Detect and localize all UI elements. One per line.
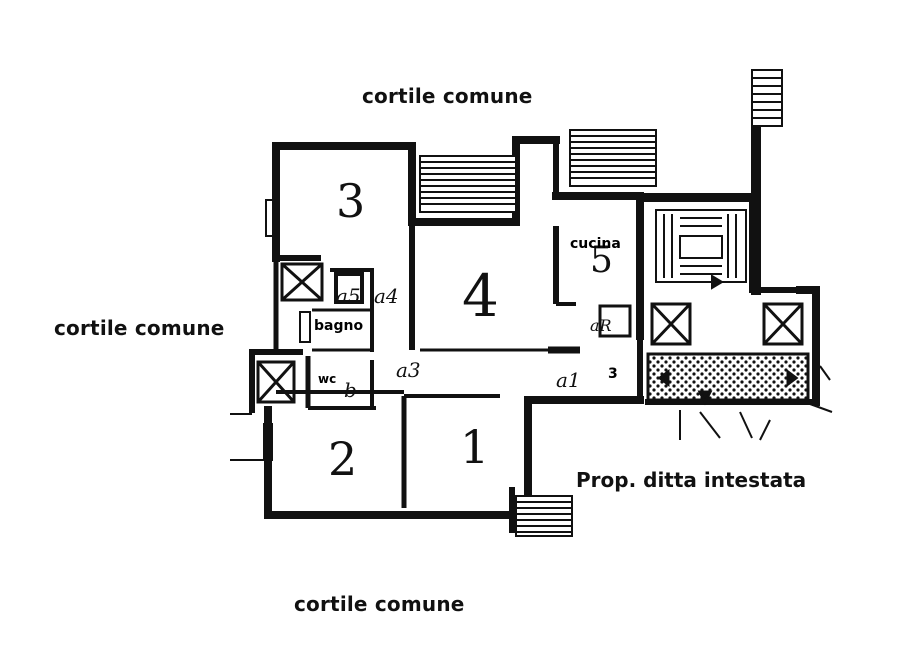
room-1-number: 1 (460, 420, 490, 474)
room-3-number: 3 (336, 174, 366, 228)
courtyard-bottom-label: cortile comune (294, 592, 465, 616)
steps-kitchen (569, 129, 657, 187)
courtyard-top-label: cortile comune (362, 84, 533, 108)
annotation-a4: a4 (374, 284, 399, 308)
terrace-top (419, 155, 517, 213)
room-4-number: 4 (462, 262, 499, 330)
courtyard-left-label: cortile comune (54, 316, 225, 340)
room-2-number: 2 (328, 432, 358, 486)
stairwell (655, 209, 747, 290)
steps-bottom (515, 495, 573, 537)
annotation-a5: a5 (336, 284, 361, 308)
entry-marks (679, 365, 833, 441)
annotation-aR: aR (590, 316, 612, 335)
partitions (276, 222, 632, 508)
wc-label: wc (318, 372, 337, 386)
shafts (256, 262, 804, 404)
kitchen-label: cucina (570, 236, 621, 252)
annotation-3: 3 (608, 366, 618, 382)
annotation-a3: a3 (396, 358, 421, 382)
property-label: Prop. ditta intestata (576, 468, 807, 492)
steps-top-right (751, 69, 783, 127)
landing (646, 352, 810, 406)
bathroom-label: bagno (314, 318, 364, 334)
room-5-number: 5 (590, 240, 613, 281)
window-marks (230, 199, 311, 461)
room-b-label: b (344, 378, 357, 402)
annotation-a1: a1 (556, 368, 581, 392)
